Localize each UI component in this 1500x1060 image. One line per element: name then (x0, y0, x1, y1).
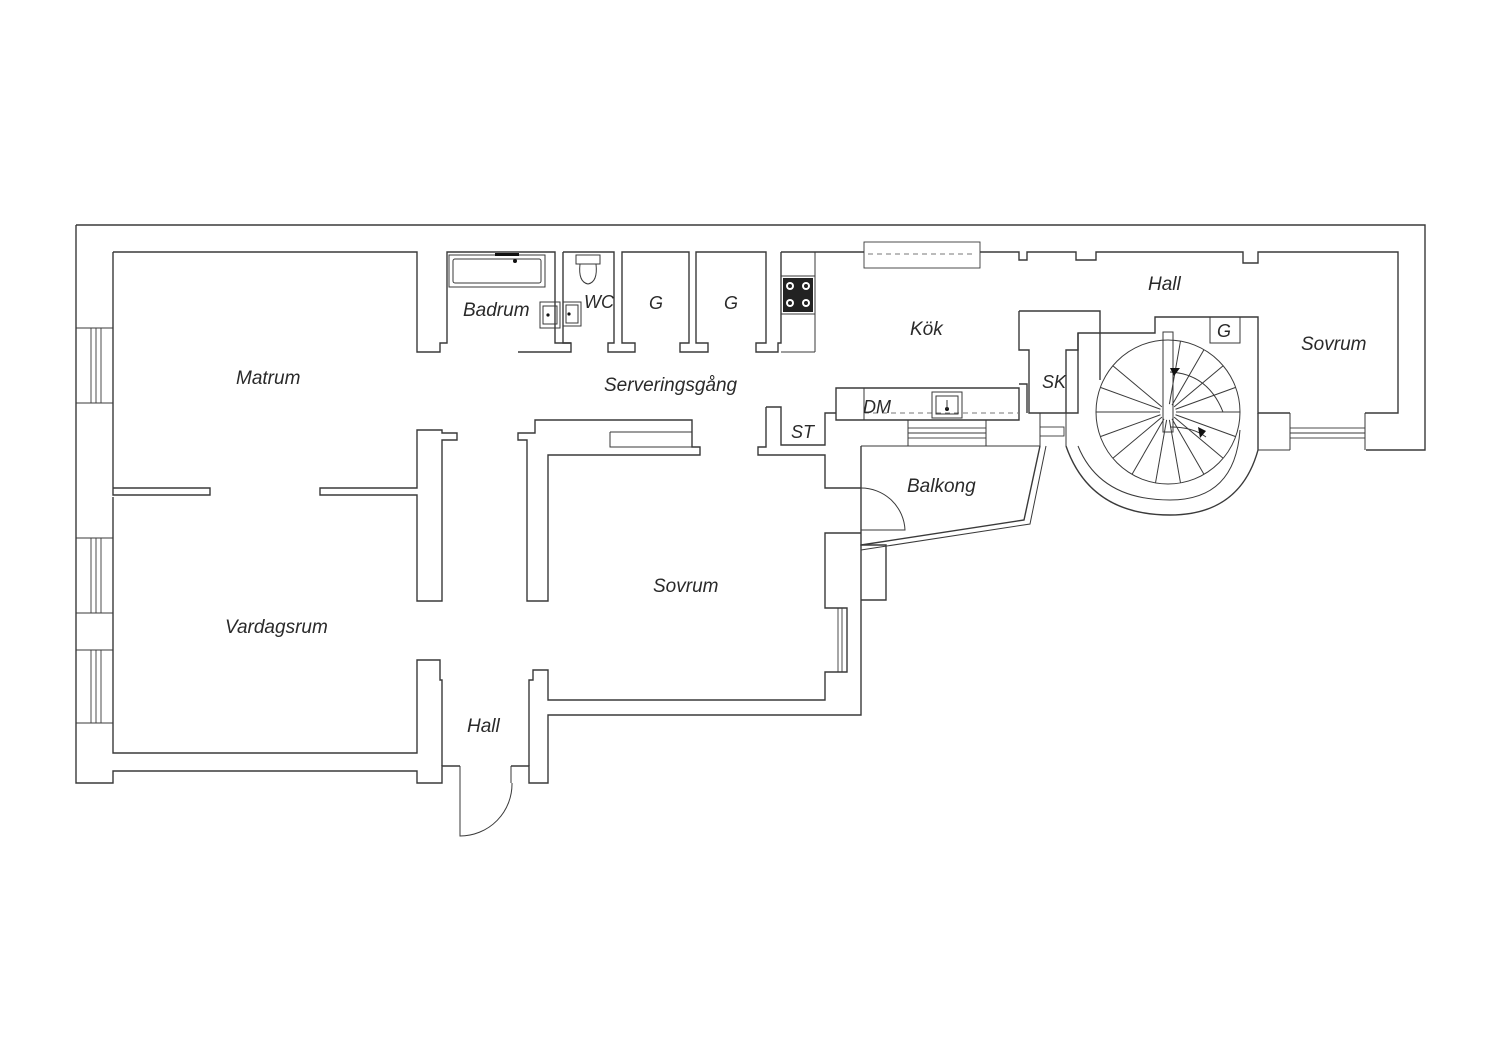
closet-box (1209, 316, 1241, 344)
balcony (860, 445, 1047, 551)
room-label-vardagsrum: Vardagsrum (225, 617, 328, 638)
room-label-hall-upper: Hall (1148, 274, 1182, 295)
toilet-icon (575, 254, 601, 285)
room-label-hall-entry: Hall (467, 716, 501, 737)
bathtub-icon (448, 253, 546, 288)
stair-tower (1065, 332, 1259, 516)
room-label-badrum: Badrum (463, 300, 530, 321)
room-label-sovrum-right: Sovrum (1301, 334, 1366, 355)
stove-icon (780, 251, 816, 353)
room-label-balkong: Balkong (907, 476, 976, 497)
room-label-serveringsgang: Serveringsgång (604, 375, 738, 396)
room-label-matrum: Matrum (236, 368, 300, 389)
room-label-dm: DM (863, 397, 891, 417)
room-label-sovrum-center: Sovrum (653, 576, 718, 597)
room-label-st: ST (791, 422, 816, 442)
room-label-g2: G (724, 293, 738, 313)
room-label-kok: Kök (910, 319, 944, 340)
room-label-sk: SK (1042, 372, 1067, 392)
windows-left (76, 327, 113, 724)
room-label-g1: G (649, 293, 663, 313)
sink-icon (539, 301, 582, 329)
kitchen-sink-icon (931, 391, 963, 419)
room-label-g3: G (1217, 321, 1231, 341)
room-label-wc: WC (584, 292, 615, 312)
spiral-staircase-icon (1095, 331, 1241, 485)
interior-walls (319, 241, 1399, 673)
outer-walls (75, 224, 1426, 784)
doors (459, 487, 906, 837)
